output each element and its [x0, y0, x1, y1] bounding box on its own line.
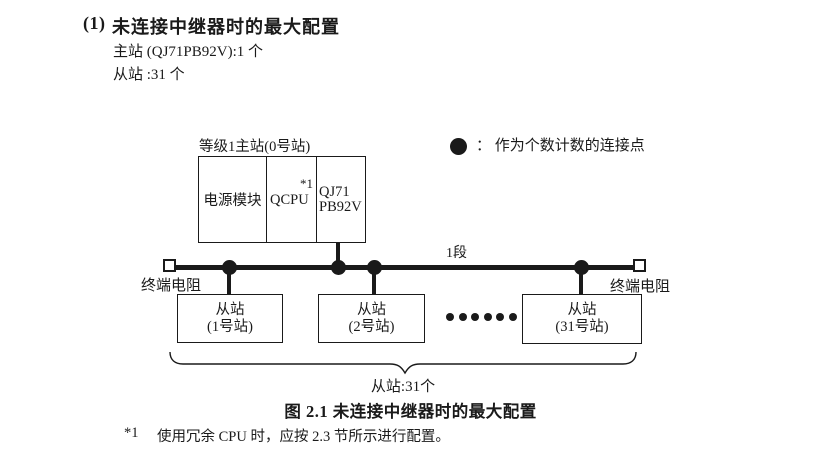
slave-2-station: (2号站)	[348, 318, 395, 335]
pb92v-label-line2: PB92V	[319, 198, 362, 215]
qcpu-footnote-ref: *1	[300, 176, 313, 191]
slave-1-name: 从站	[215, 301, 245, 318]
pb92v-module-cell: QJ71 PB92V	[316, 157, 365, 242]
footnote-text: 使用冗余 CPU 时，应按 2.3 节所示进行配置。	[157, 429, 450, 445]
legend-text: ： 作为个数计数的连接点	[476, 138, 645, 154]
slave2-drop-line	[371, 269, 376, 295]
slave-station-2-box: 从站 (2号站)	[318, 294, 425, 343]
bus-segment-line	[168, 265, 646, 270]
master-station-label: 等级1主站(0号站)	[199, 139, 311, 155]
slave-2-name: 从站	[357, 301, 386, 318]
terminator-label-left: 终端电阻	[141, 278, 202, 294]
slave-station-1-box: 从站 (1号站)	[177, 294, 283, 343]
master-station-unit: 电源模块 *1 QCPU QJ71 PB92V	[198, 156, 366, 243]
ellipsis-dot	[508, 313, 517, 321]
qcpu-label: QCPU	[270, 192, 309, 208]
ellipsis-dot	[446, 313, 454, 321]
slave-31-station: (31号站)	[555, 319, 609, 335]
ellipsis-dot	[496, 313, 504, 321]
slave3-drop-line	[578, 269, 583, 295]
page-title: 未连接中继器时的最大配置	[112, 17, 340, 37]
footnote-marker: *1	[124, 425, 139, 441]
connection-dot-master	[330, 260, 346, 275]
connection-dot-slave3	[573, 260, 589, 275]
connection-dot-slave1	[221, 260, 237, 275]
ellipsis-dot	[483, 313, 492, 321]
connection-dot-slave2	[366, 260, 382, 275]
ellipsis-dot	[458, 313, 467, 321]
terminator-icon-left	[163, 259, 176, 272]
segment-label: 1段	[446, 246, 467, 261]
slave-1-station: (1号站)	[207, 318, 253, 335]
terminator-icon-right	[633, 259, 646, 272]
slave1-drop-line	[226, 269, 231, 295]
power-module-cell: 电源模块	[203, 193, 262, 209]
slave-31-name: 从站	[567, 302, 597, 318]
heading-number: (1)	[83, 13, 106, 33]
slave-total-label: 从站:31个	[370, 379, 436, 395]
figure-caption: 图 2.1 未连接中继器时的最大配置	[284, 402, 537, 421]
pb92v-label-line1: QJ71	[319, 183, 350, 200]
connection-point-icon	[450, 138, 467, 155]
qcpu-cell: *1 QCPU	[266, 157, 316, 242]
master-drop-line	[335, 243, 340, 266]
brace-graphic	[169, 352, 637, 375]
master-count-line: 主站 (QJ71PB92V):1 个	[113, 44, 264, 60]
slave-count-line: 从站 :31 个	[113, 67, 185, 83]
slave-station-31-box: 从站 (31号站)	[522, 294, 642, 344]
ellipsis-dots	[446, 313, 517, 321]
terminator-label-right: 终端电阻	[610, 279, 671, 295]
legend: ： 作为个数计数的连接点	[450, 136, 645, 156]
ellipsis-dot	[471, 313, 479, 321]
